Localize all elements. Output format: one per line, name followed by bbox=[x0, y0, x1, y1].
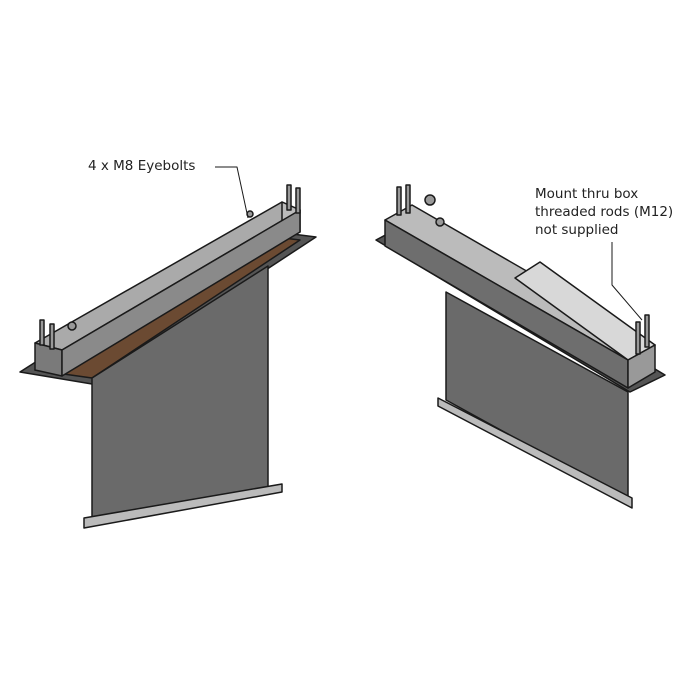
right-screen-bar bbox=[437, 397, 633, 509]
left-screen-bar bbox=[83, 483, 283, 529]
left-box-front bbox=[61, 209, 301, 377]
rods-leader-line bbox=[611, 242, 643, 321]
rods-label-line2: threaded rods (M12) bbox=[535, 204, 674, 220]
right-rods bbox=[396, 184, 650, 355]
eyebolts-label: 4 x M8 Eyebolts bbox=[88, 158, 196, 174]
right-box-end bbox=[627, 344, 656, 389]
right-unit bbox=[375, 184, 666, 509]
rods-label-line1: Mount thru box bbox=[535, 186, 639, 202]
rods-label-line3: not supplied bbox=[535, 222, 619, 238]
eyebolts-leader-line bbox=[215, 166, 249, 219]
left-rods bbox=[39, 184, 301, 350]
left-unit bbox=[19, 184, 317, 529]
